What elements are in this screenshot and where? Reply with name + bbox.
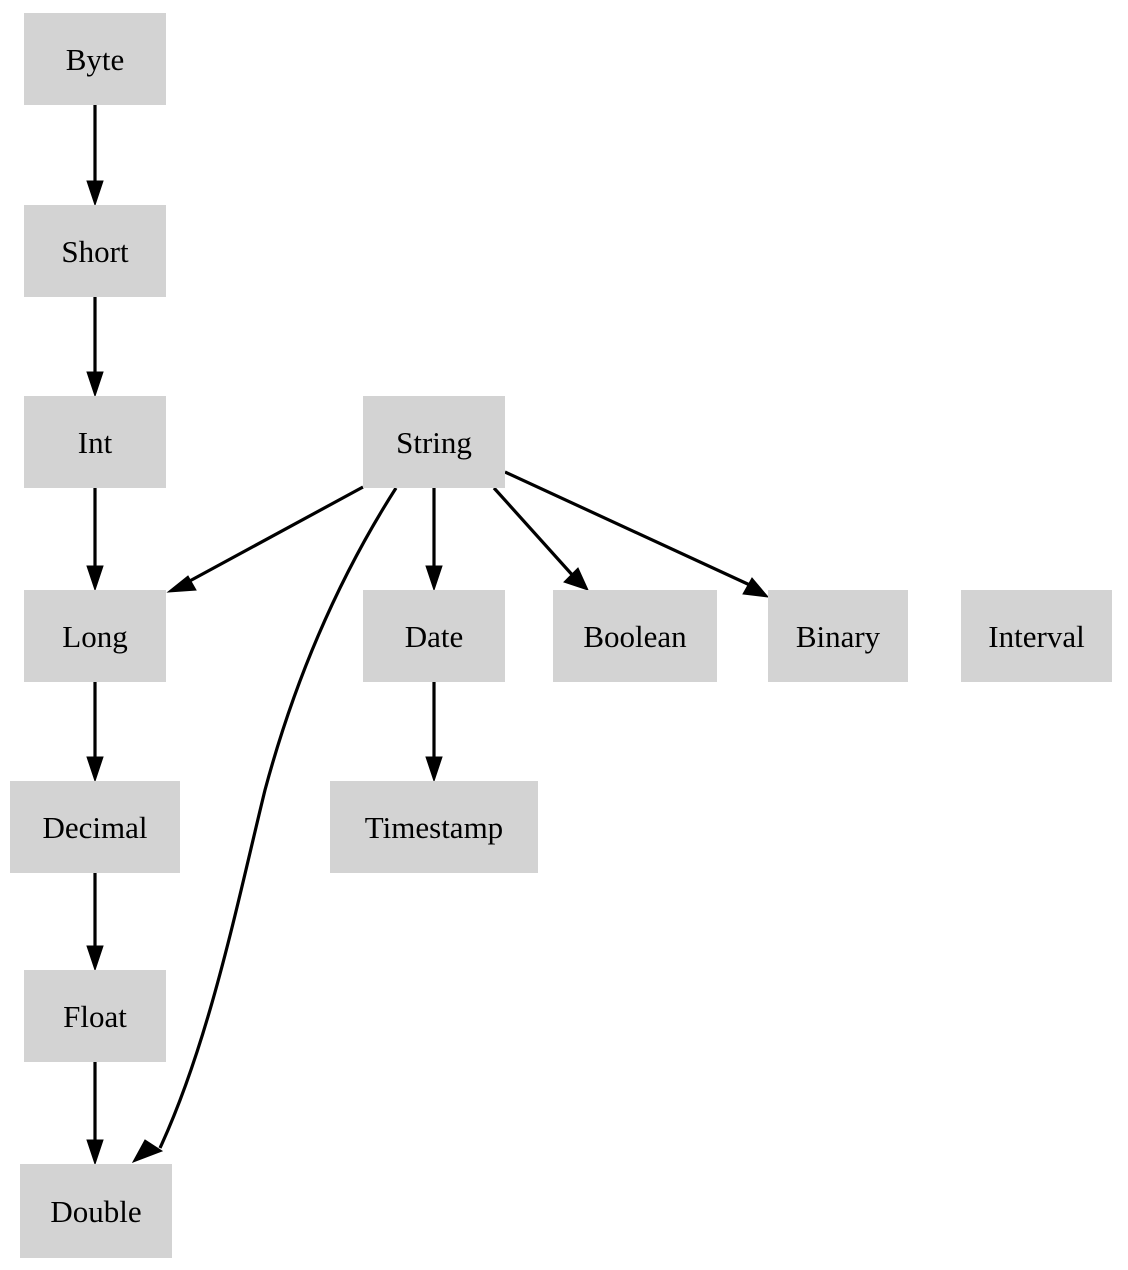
arrowhead-icon [742, 577, 770, 598]
node-float[interactable]: Float [24, 970, 166, 1062]
edge-line [504, 470, 753, 588]
arrowhead-icon [86, 565, 104, 592]
node-string[interactable]: String [363, 396, 505, 488]
edge-float-double [86, 1062, 104, 1166]
node-short[interactable]: Short [24, 205, 166, 297]
edge-line [492, 486, 577, 580]
node-label: Double [50, 1193, 142, 1229]
arrowhead-icon [425, 756, 443, 783]
edge-long-decimal [86, 682, 104, 783]
edge-string-binary [504, 470, 770, 598]
node-byte[interactable]: Byte [24, 13, 166, 105]
node-label: Timestamp [364, 809, 504, 845]
arrowhead-icon [86, 1139, 104, 1166]
arrowhead-icon [425, 565, 443, 592]
edge-byte-short [86, 105, 104, 207]
edge-string-date [425, 488, 443, 592]
node-label: Date [404, 618, 464, 654]
node-label: Boolean [583, 618, 687, 654]
edge-decimal-float [86, 873, 104, 972]
arrowhead-icon [86, 756, 104, 783]
node-label: Byte [65, 41, 125, 77]
arrowhead-icon [131, 1139, 164, 1163]
edge-short-int [86, 297, 104, 398]
node-interval[interactable]: Interval [961, 590, 1112, 682]
node-boolean[interactable]: Boolean [553, 590, 717, 682]
edge-date-timestamp [425, 682, 443, 783]
edge-string-boolean [492, 486, 589, 591]
arrowhead-icon [86, 371, 104, 398]
node-label: Long [62, 618, 128, 654]
node-long[interactable]: Long [24, 590, 166, 682]
arrowhead-icon [166, 575, 197, 593]
node-label: Decimal [42, 809, 148, 845]
node-binary[interactable]: Binary [768, 590, 908, 682]
arrowhead-icon [86, 180, 104, 207]
node-label: Binary [795, 618, 881, 654]
node-label: Int [77, 424, 113, 460]
arrowhead-icon [86, 945, 104, 972]
node-decimal[interactable]: Decimal [10, 781, 180, 873]
node-label: Interval [988, 618, 1085, 654]
node-timestamp[interactable]: Timestamp [330, 781, 538, 873]
edge-string-long [166, 485, 364, 593]
node-date[interactable]: Date [363, 590, 505, 682]
node-label: String [396, 424, 472, 460]
node-label: Float [63, 998, 127, 1034]
node-label: Short [61, 233, 129, 269]
node-int[interactable]: Int [24, 396, 166, 488]
edge-int-long [86, 488, 104, 592]
node-double[interactable]: Double [20, 1164, 172, 1258]
edge-line [185, 485, 364, 585]
arrowhead-icon [563, 567, 589, 591]
